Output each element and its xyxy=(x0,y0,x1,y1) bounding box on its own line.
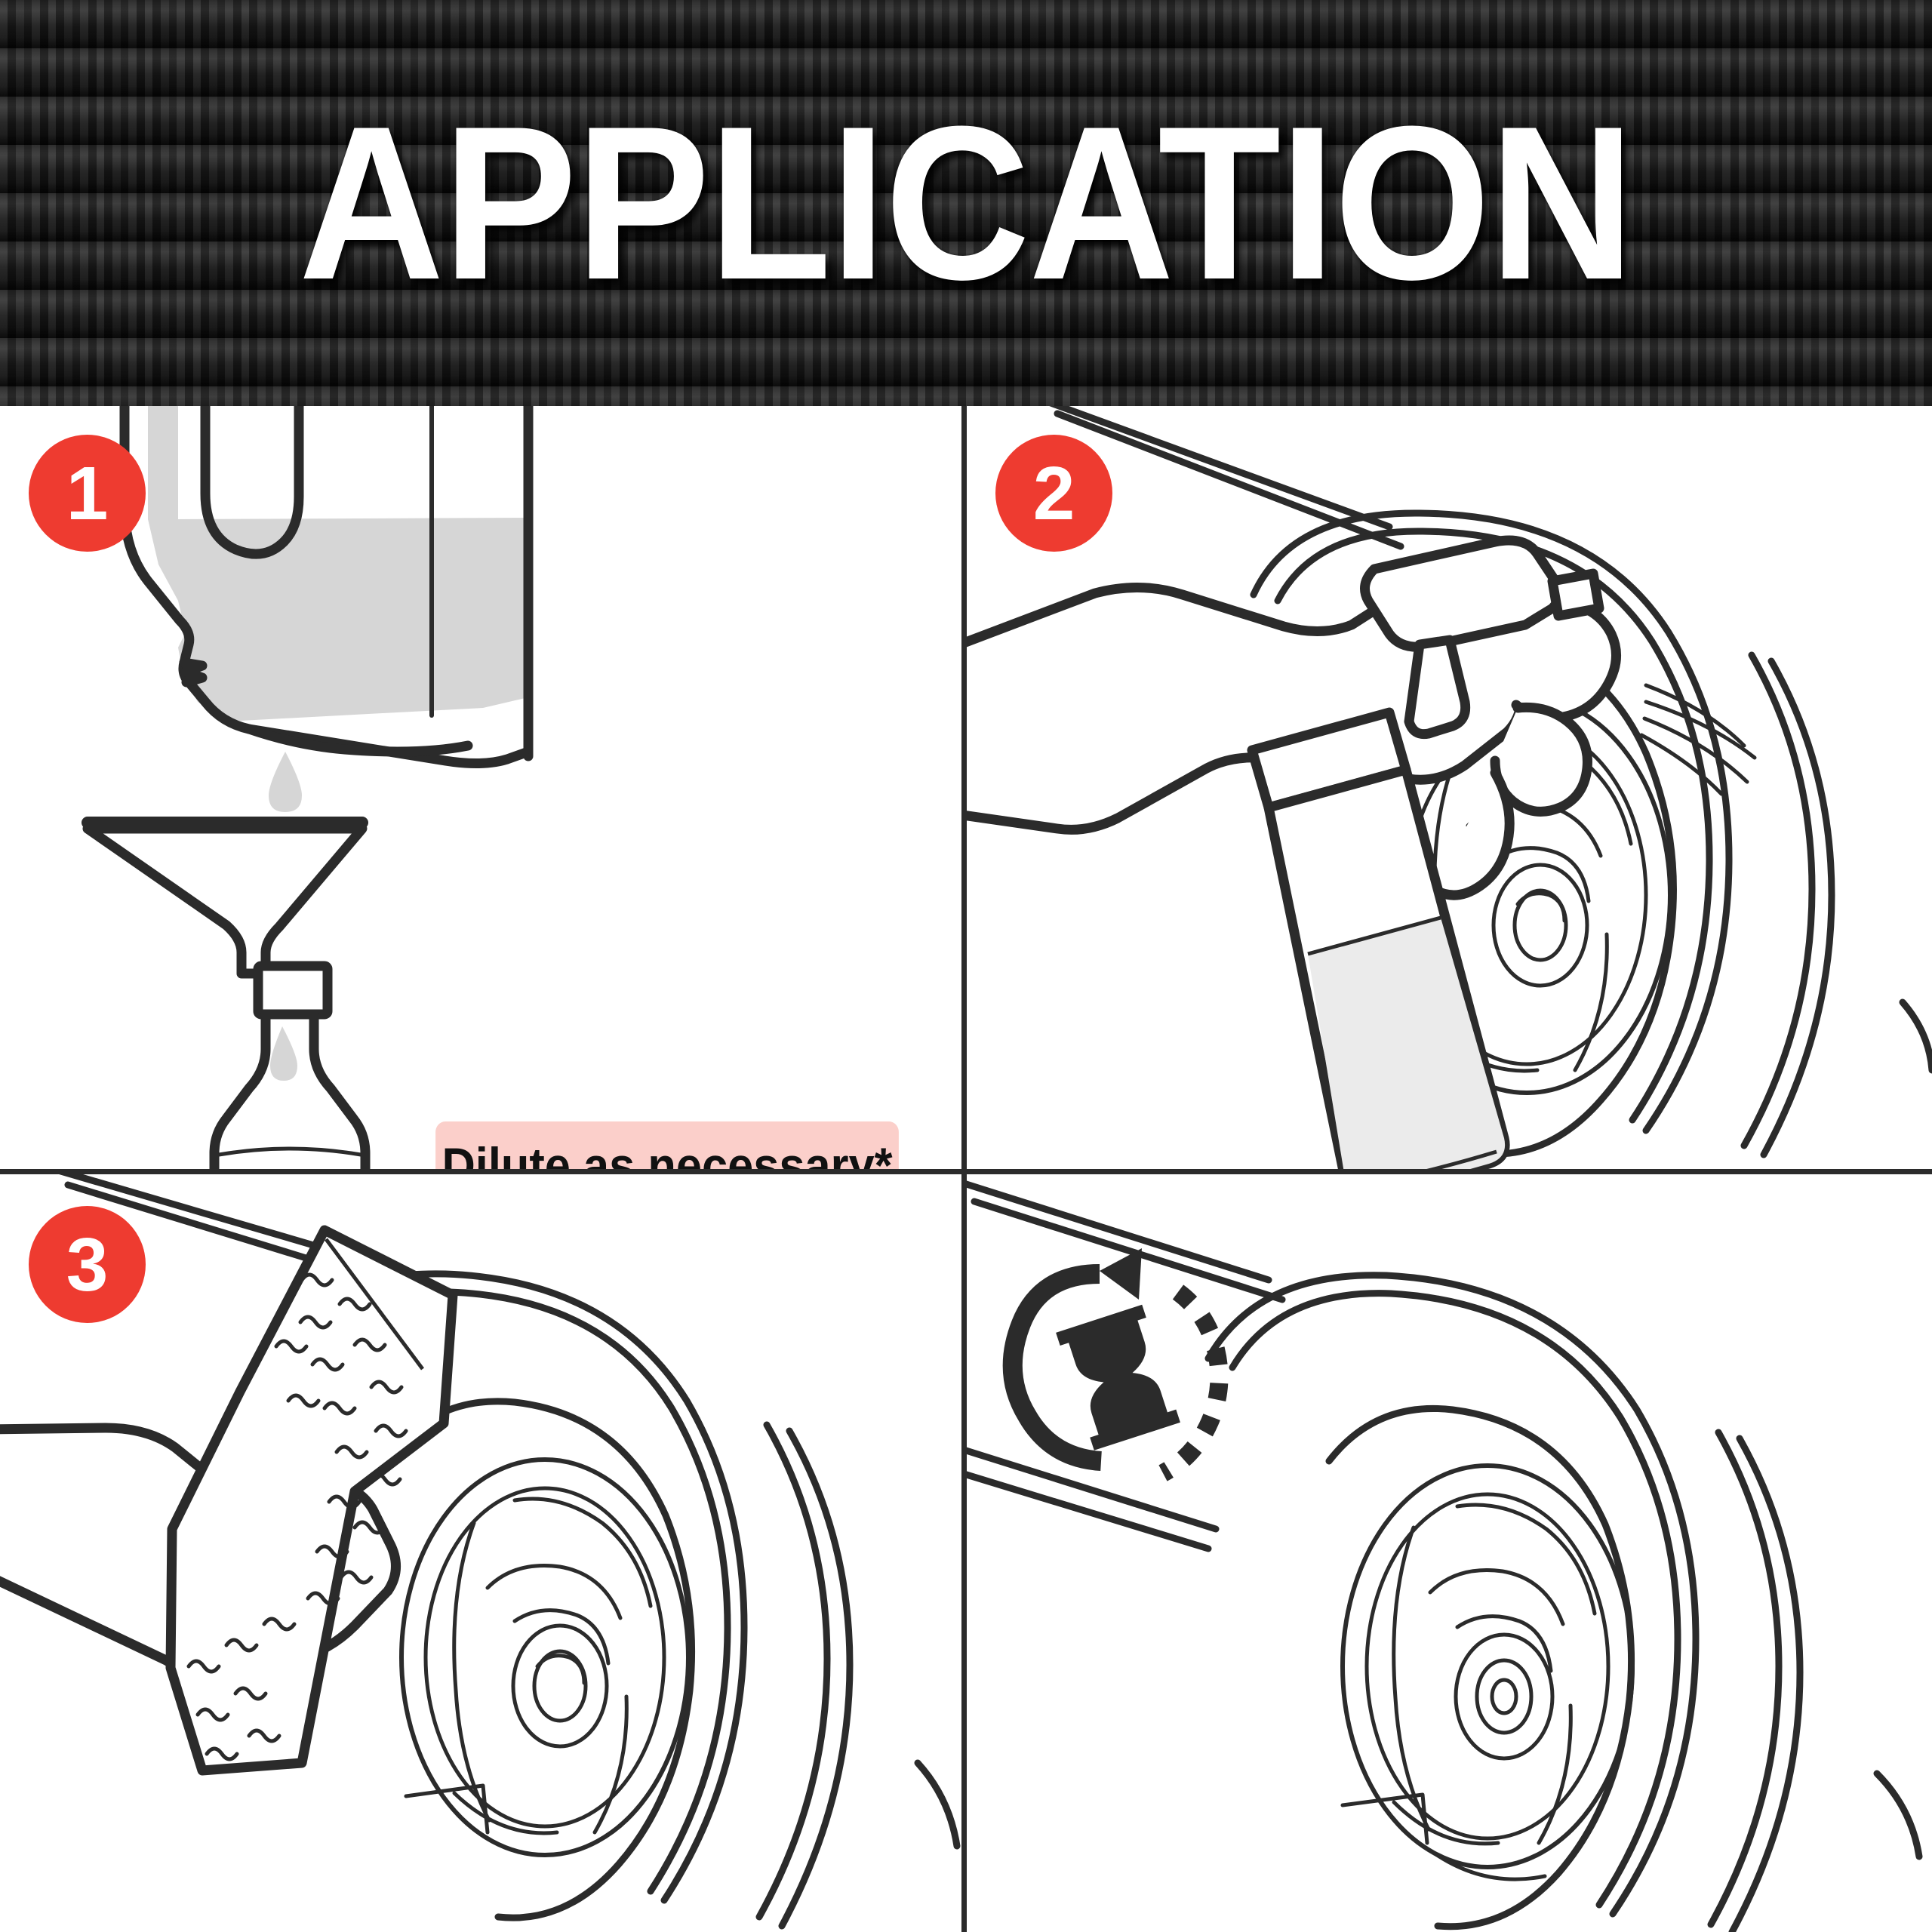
carbon-fiber-weave-horizontal xyxy=(0,0,1932,406)
carbon-fiber-pattern xyxy=(0,0,1932,406)
step-panel-3: 3 Wipe off excess product xyxy=(0,1174,961,1932)
step-1-line-1: Dilute as necessary* xyxy=(441,1137,893,1169)
step-number-badge-3: 3 xyxy=(29,1206,146,1323)
step-1-instruction-label: Dilute as necessary* into trigger spraye… xyxy=(435,1121,899,1169)
step-number-badge-1: 1 xyxy=(29,435,146,552)
step-panel-2: 2 Apply a thin coat of product to surfac… xyxy=(967,406,1932,1169)
steps-grid: 1 Dilute as necessary* into trigger spra… xyxy=(0,406,1932,1932)
hourglass-timer-icon xyxy=(1002,1248,1229,1481)
step-number-badge-2: 2 xyxy=(995,435,1112,552)
step-4-illustration xyxy=(967,1180,1923,1932)
sprayer-liquid-fill xyxy=(1308,918,1505,1169)
step-1-illustration xyxy=(82,406,534,1169)
carbon-fiber-weave-vertical xyxy=(0,0,1932,406)
microfiber-towel xyxy=(165,1225,458,1776)
step-3-illustration xyxy=(0,1174,961,1930)
step-2-illustration xyxy=(967,406,1932,1169)
inner-droplets xyxy=(270,1026,297,1081)
horizontal-divider xyxy=(0,1169,1932,1174)
header-banner: APPLICATION xyxy=(0,0,1932,406)
step-panel-1: 1 Dilute as necessary* into trigger spra… xyxy=(0,406,961,1169)
step-panel-4: Allow sufficient time to dry xyxy=(967,1174,1932,1932)
drip-droplet-1 xyxy=(269,752,302,812)
page-title: APPLICATION xyxy=(298,81,1635,325)
